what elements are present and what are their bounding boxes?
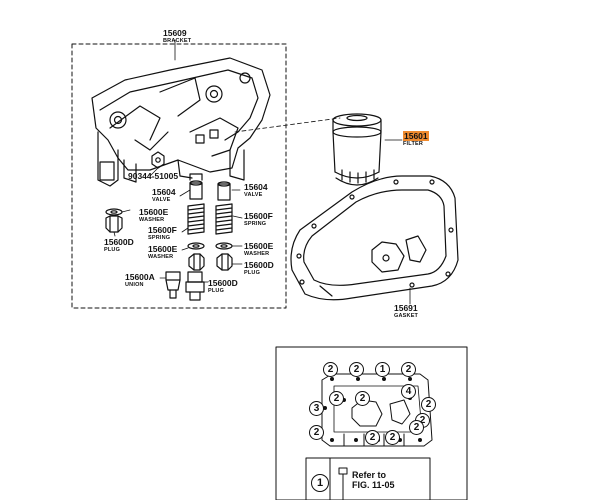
left-plug-drawing	[105, 208, 123, 233]
part-name: GASKET	[394, 313, 419, 319]
part-number: 15600F	[244, 211, 273, 221]
legend-text-2: FIG. 11-05	[352, 480, 395, 490]
valve-left-label: 15604 VALVE	[152, 188, 176, 204]
legend-circled-number: 1	[311, 474, 329, 492]
union-label: 15600A UNION	[125, 273, 155, 289]
left-valve-stack	[185, 173, 205, 301]
washer-left-label: 15600E WASHER	[148, 245, 177, 261]
part-number: 15600E	[244, 241, 274, 251]
legend-reference: Refer to FIG. 11-05	[352, 470, 395, 490]
part-name: BRACKET	[163, 38, 192, 44]
right-valve-stack	[215, 181, 233, 271]
part-number: 15600F	[148, 225, 177, 235]
plug-bottom-label: 15600D PLUG	[208, 279, 238, 295]
valve-right-label: 15604 VALVE	[244, 183, 268, 199]
part-number: 15600D	[104, 237, 134, 247]
part-number: 15600E	[139, 207, 169, 217]
part-number: 15600A	[125, 272, 155, 282]
part-name: PLUG	[244, 270, 261, 276]
torque-marker: 2	[421, 397, 436, 412]
part-name: UNION	[125, 282, 144, 288]
leader-lines	[113, 189, 243, 283]
torque-marker: 3	[309, 401, 324, 416]
torque-marker: 2	[365, 430, 380, 445]
torque-marker: 4	[401, 384, 416, 399]
part-name: SPRING	[244, 221, 267, 227]
bracket-label: 15609 BRACKET	[163, 29, 191, 45]
torque-marker: 2	[409, 420, 424, 435]
part-name: WASHER	[244, 251, 270, 257]
part-name: VALVE	[152, 197, 171, 203]
part-name: PLUG	[208, 288, 225, 294]
plug-top-label: 15600D PLUG	[104, 238, 134, 254]
torque-legend-box	[305, 457, 431, 500]
washer-top-label: 15600E WASHER	[139, 208, 168, 224]
torque-bolt-dots	[323, 377, 429, 442]
leader-filter-dash	[234, 117, 341, 133]
part-number: 15691	[394, 303, 418, 313]
bolt-label: 90344-51005	[128, 171, 179, 181]
legend-text-1: Refer to	[352, 470, 387, 480]
spring-left-label: 15600F SPRING	[148, 226, 177, 242]
bracket-drawing	[91, 57, 271, 187]
part-number: 90344-51005	[128, 171, 179, 181]
filter-label: 15601 FILTER	[403, 131, 429, 148]
part-number: 15600E	[148, 244, 178, 254]
part-name: VALVE	[244, 192, 263, 198]
gasket-drawing	[290, 175, 459, 301]
torque-diagram-frame	[275, 346, 468, 500]
part-number: 15600D	[244, 260, 274, 270]
part-number: 15601	[403, 131, 429, 141]
part-name: SPRING	[148, 235, 171, 241]
torque-marker: 2	[355, 391, 370, 406]
torque-marker: 1	[375, 362, 390, 377]
part-number: 15609	[163, 28, 187, 38]
assembly-boundary	[71, 43, 287, 309]
part-name: WASHER	[148, 254, 174, 260]
spring-right-label: 15600F SPRING	[244, 212, 273, 228]
torque-marker: 2	[309, 425, 324, 440]
torque-marker: 2	[401, 362, 416, 377]
torque-marker: 2	[329, 391, 344, 406]
plug-right-label: 15600D PLUG	[244, 261, 274, 277]
filter-drawing	[332, 113, 382, 186]
torque-marker: 2	[349, 362, 364, 377]
torque-marker: 2	[323, 362, 338, 377]
washer-right-label: 15600E WASHER	[244, 242, 273, 258]
part-name: WASHER	[139, 217, 165, 223]
part-name: FILTER	[403, 141, 424, 147]
part-number: 15604	[152, 187, 176, 197]
torque-marker: 2	[385, 430, 400, 445]
bolt-drawing	[151, 151, 165, 169]
union-drawing	[165, 271, 181, 299]
gasket-label: 15691 GASKET	[394, 304, 418, 320]
part-name: PLUG	[104, 247, 121, 253]
part-number: 15604	[244, 182, 268, 192]
part-number: 15600D	[208, 278, 238, 288]
